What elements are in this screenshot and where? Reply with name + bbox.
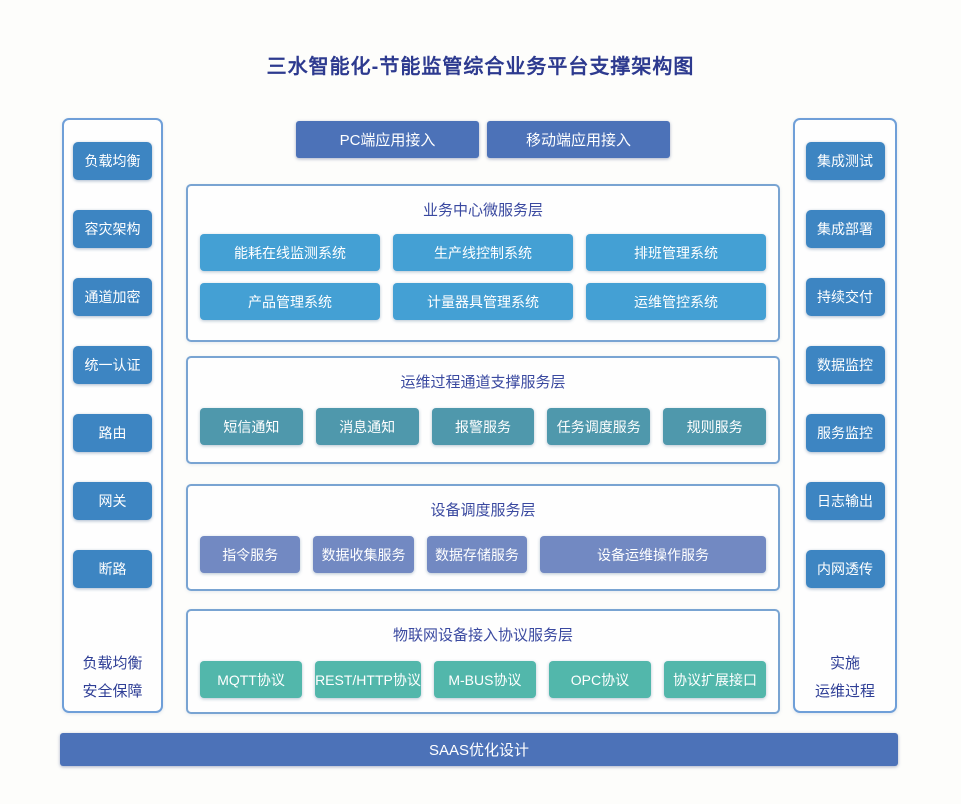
protocol-block-rest-http: REST/HTTP协议 — [315, 661, 421, 698]
protocol-block-mbus: M-BUS协议 — [433, 661, 536, 698]
layer-row: 产品管理系统 计量器具管理系统 运维管控系统 — [200, 283, 766, 320]
center-column: PC端应用接入 移动端应用接入 业务中心微服务层 能耗在线监测系统 生产线控制系… — [186, 118, 780, 714]
left-panel-block-routing: 路由 — [73, 414, 152, 452]
caption-line: 实施 — [829, 655, 860, 672]
layer-row: 能耗在线监测系统 生产线控制系统 排班管理系统 — [200, 234, 766, 271]
service-block-task-schedule: 任务调度服务 — [547, 408, 651, 445]
left-panel-block-gateway: 网关 — [73, 482, 152, 520]
caption-line: 运维过程 — [814, 683, 875, 700]
layer-row: 指令服务 数据收集服务 数据存储服务 设备运维操作服务 — [200, 536, 766, 573]
right-panel-block-integration-deploy: 集成部署 — [805, 210, 885, 248]
right-panel-block-continuous-delivery: 持续交付 — [805, 278, 885, 316]
right-panel-block-data-monitoring: 数据监控 — [805, 346, 885, 384]
caption-line: 安全保障 — [82, 683, 143, 700]
service-block-alarm: 报警服务 — [431, 408, 535, 445]
service-block-product-management: 产品管理系统 — [200, 283, 380, 320]
layer-device-dispatch: 设备调度服务层 指令服务 数据收集服务 数据存储服务 设备运维操作服务 — [186, 484, 780, 591]
mobile-access-block: 移动端应用接入 — [487, 121, 670, 158]
service-block-shift-management: 排班管理系统 — [586, 234, 766, 271]
layer-iot-protocol-access: 物联网设备接入协议服务层 MQTT协议 REST/HTTP协议 M-BUS协议 … — [186, 609, 780, 714]
left-panel-block-channel-crypto: 通道加密 — [73, 278, 152, 316]
access-row: PC端应用接入 移动端应用接入 — [186, 121, 780, 158]
service-block-ops-control: 运维管控系统 — [586, 283, 766, 320]
left-panel-caption: 负载均衡 安全保障 — [82, 650, 142, 706]
right-panel-block-intranet-tunnel: 内网透传 — [805, 550, 885, 588]
protocol-block-opc: OPC协议 — [548, 661, 651, 698]
pc-access-block: PC端应用接入 — [296, 121, 479, 158]
service-block-energy-monitoring: 能耗在线监测系统 — [200, 234, 380, 271]
service-block-rules: 规则服务 — [663, 408, 766, 445]
service-block-device-ops: 设备运维操作服务 — [540, 536, 766, 573]
layer-row: 短信通知 消息通知 报警服务 任务调度服务 规则服务 — [200, 408, 766, 445]
layer-row: MQTT协议 REST/HTTP协议 M-BUS协议 OPC协议 协议扩展接口 — [200, 661, 767, 698]
service-block-data-collection: 数据收集服务 — [313, 536, 414, 573]
service-block-production-control: 生产线控制系统 — [393, 234, 573, 271]
left-panel-block-unified-auth: 统一认证 — [73, 346, 152, 384]
protocol-block-mqtt: MQTT协议 — [200, 661, 303, 698]
service-block-meter-management: 计量器具管理系统 — [393, 283, 573, 320]
service-block-command: 指令服务 — [200, 536, 301, 573]
protocol-block-extension: 协议扩展接口 — [663, 661, 767, 698]
service-block-message-notify: 消息通知 — [315, 408, 419, 445]
layer-title: 业务中心微服务层 — [422, 202, 543, 219]
saas-optimization-bar: SAAS优化设计 — [60, 733, 898, 766]
right-panel-block-log-output: 日志输出 — [805, 482, 885, 520]
right-panel-block-service-monitoring: 服务监控 — [805, 414, 885, 452]
left-panel: 负载均衡 容灾架构 通道加密 统一认证 路由 网关 断路 负载均衡 安全保障 — [62, 118, 163, 713]
service-block-data-storage: 数据存储服务 — [426, 536, 528, 573]
layer-ops-channel-support: 运维过程通道支撑服务层 短信通知 消息通知 报警服务 任务调度服务 规则服务 — [186, 356, 780, 464]
page-title: 三水智能化-节能监管综合业务平台支撑架构图 — [266, 56, 695, 78]
left-panel-block-circuit-break: 断路 — [73, 550, 152, 588]
left-panel-block-load-balance: 负载均衡 — [73, 142, 152, 180]
left-panel-block-disaster-arch: 容灾架构 — [73, 210, 152, 248]
right-panel-block-integration-test: 集成测试 — [805, 142, 885, 180]
layer-title: 物联网设备接入协议服务层 — [392, 627, 573, 644]
right-panel-caption: 实施 运维过程 — [815, 650, 875, 706]
layer-business-microservices: 业务中心微服务层 能耗在线监测系统 生产线控制系统 排班管理系统 产品管理系统 … — [186, 184, 780, 342]
layer-title: 运维过程通道支撑服务层 — [400, 374, 566, 391]
right-panel: 集成测试 集成部署 持续交付 数据监控 服务监控 日志输出 内网透传 实施 运维… — [793, 118, 897, 713]
caption-line: 负载均衡 — [82, 655, 143, 672]
service-block-sms-notify: 短信通知 — [200, 408, 303, 445]
layer-title: 设备调度服务层 — [430, 502, 536, 519]
